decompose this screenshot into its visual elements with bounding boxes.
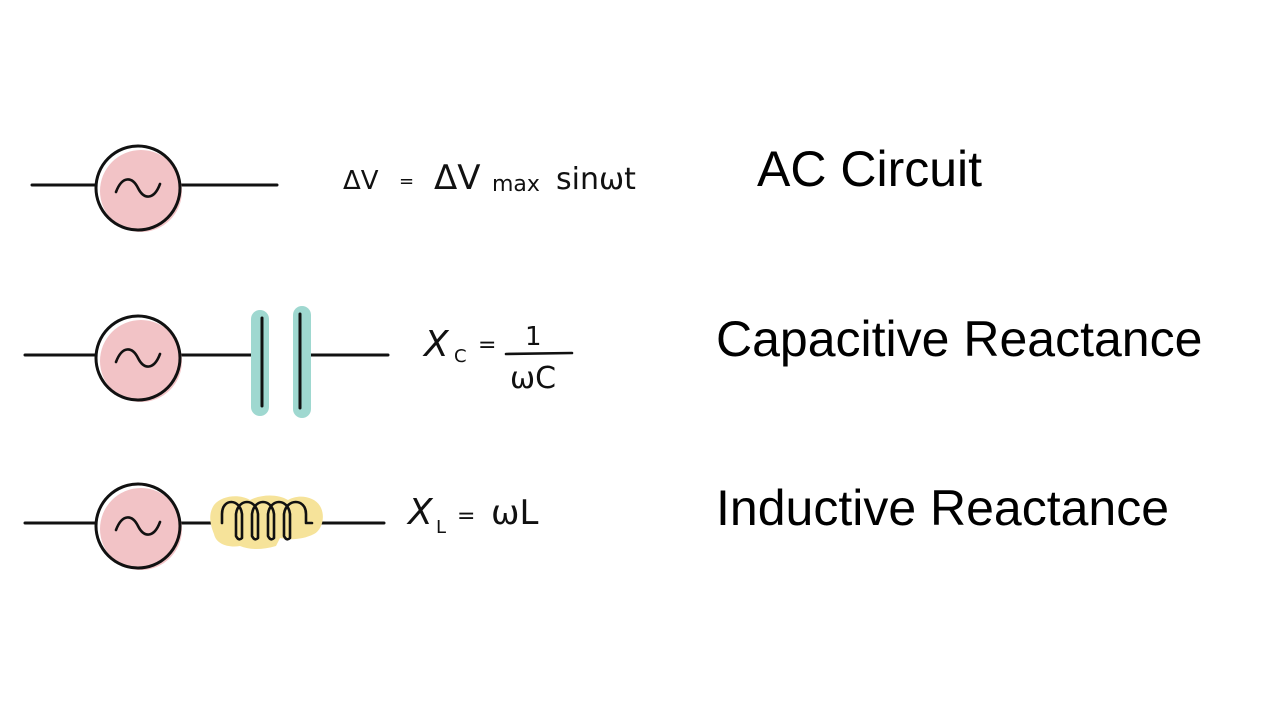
ac-circuit-row: ΔV = ΔV max sinωt AC Circuit — [30, 141, 982, 232]
eq-numerator: 1 — [525, 322, 542, 352]
eq-denominator: ωC — [510, 361, 556, 396]
eq-rhs-main: ΔV — [434, 158, 481, 198]
eq-lhs: ΔV — [343, 166, 379, 196]
eq-rhs-sub: max — [492, 172, 540, 197]
ac-source-icon — [94, 314, 182, 402]
ac-voltage-equation: ΔV = ΔV max sinωt — [343, 158, 636, 198]
ac-source-outline — [94, 314, 182, 402]
eq-symbol: X — [406, 492, 434, 533]
inductive-reactance-equation: X L = ωL — [406, 492, 538, 538]
title-inductive-reactance: Inductive Reactance — [716, 480, 1169, 536]
ac-source-icon — [94, 482, 182, 570]
eq-equals: = — [478, 333, 496, 358]
eq-equals: = — [457, 504, 475, 529]
eq-symbol-sub: C — [454, 346, 467, 367]
capacitor-icon — [251, 306, 311, 418]
inductor-icon — [210, 495, 323, 549]
fraction-bar — [504, 351, 574, 356]
title-ac-circuit: AC Circuit — [757, 141, 982, 197]
sine-wave-icon — [114, 178, 162, 198]
eq-rhs: ωL — [491, 493, 538, 533]
capacitor-plate-highlight-right — [293, 306, 311, 418]
capacitive-row: X C = 1 ωC Capacitive Reactance — [23, 306, 1202, 418]
ac-source-icon — [94, 144, 182, 232]
ac-source-outline — [94, 144, 182, 232]
sine-wave-icon — [114, 516, 162, 536]
capacitive-reactance-equation: X C = 1 ωC — [422, 322, 574, 396]
eq-symbol: X — [422, 324, 450, 365]
eq-symbol-sub: L — [436, 517, 446, 538]
inductive-row: X L = ωL Inductive Reactance — [23, 480, 1169, 570]
eq-equals: = — [399, 171, 414, 192]
ac-source-outline — [94, 482, 182, 570]
inductor-coil — [220, 500, 314, 541]
eq-rhs-tail: sinωt — [556, 162, 636, 197]
capacitor-plate-highlight-left — [251, 310, 269, 416]
title-capacitive-reactance: Capacitive Reactance — [716, 311, 1202, 367]
sine-wave-icon — [114, 348, 162, 368]
